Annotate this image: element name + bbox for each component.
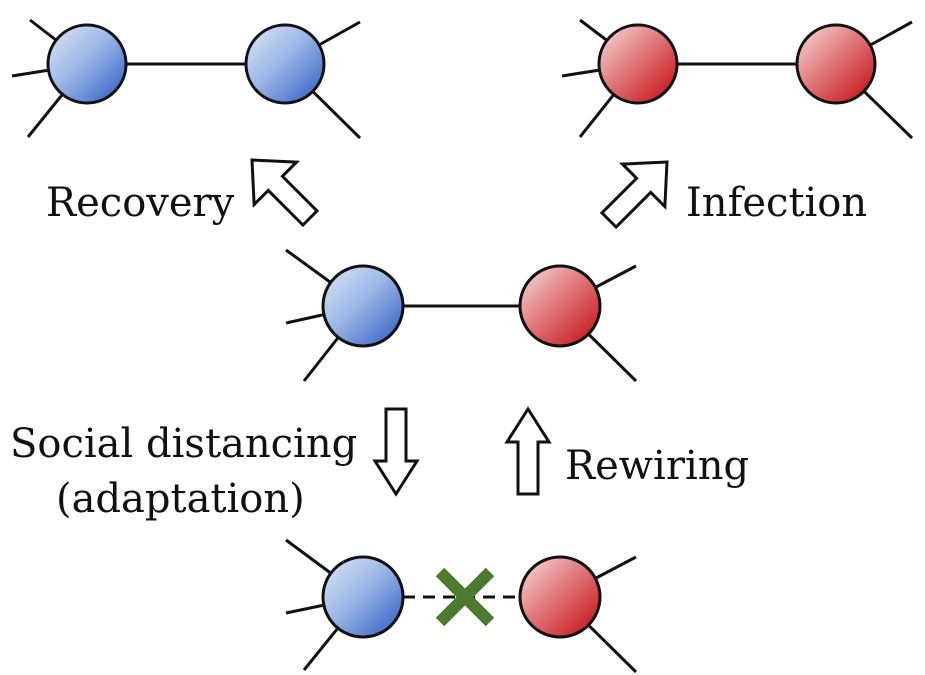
label-infection: Infection — [686, 180, 868, 226]
pair-infected-infected — [561, 18, 914, 140]
label-social-distancing: Social distancing — [10, 421, 358, 467]
susceptible-node — [244, 23, 326, 105]
infected-node — [597, 23, 679, 105]
x-mark-icon — [435, 567, 495, 627]
label-rewiring: Rewiring — [565, 443, 750, 489]
infected-node — [518, 555, 602, 639]
label-recovery: Recovery — [46, 180, 235, 226]
susceptible-node — [321, 555, 405, 639]
arrow-up-left-icon — [250, 158, 320, 228]
pair-susceptible-susceptible — [11, 18, 362, 140]
arrow-up-right-icon — [599, 160, 669, 230]
label-adaptation: (adaptation) — [56, 476, 305, 522]
pair-susceptible-infected — [285, 248, 638, 383]
arrow-up-icon — [504, 406, 552, 496]
arrow-down-icon — [372, 407, 420, 497]
infected-node — [795, 23, 877, 105]
susceptible-node — [46, 23, 128, 105]
infected-node — [518, 264, 602, 348]
susceptible-node — [321, 264, 405, 348]
pair-disconnected — [285, 538, 638, 674]
